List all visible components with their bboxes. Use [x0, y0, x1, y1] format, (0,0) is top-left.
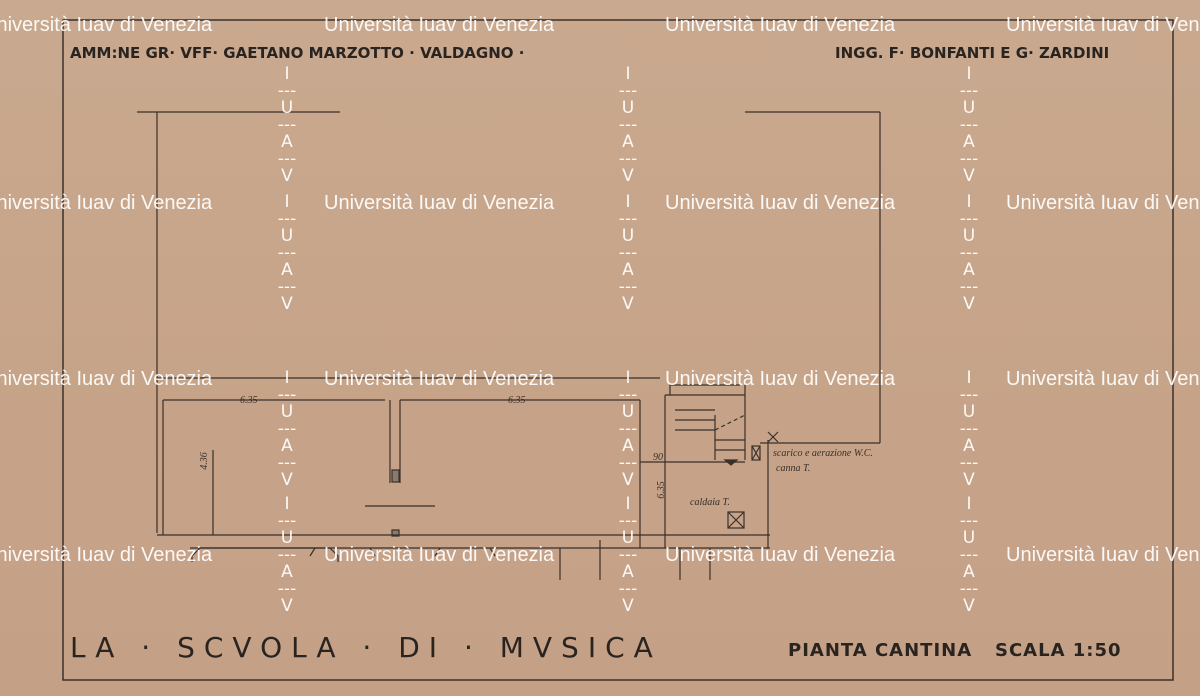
boiler-label: caldaia T.	[690, 497, 730, 508]
watermark-text: Università Iuav di Venezia	[0, 14, 213, 36]
watermark-text: Università Iuav di Venezia	[1006, 192, 1200, 214]
watermark-vertical-iuav: I---U---A---V	[618, 368, 638, 490]
engineers-title: INGG. F· BONFANTI E G· ZARDINI	[835, 44, 1110, 62]
watermark-text: Università Iuav di Venezia	[0, 368, 213, 390]
drain-label: scarico e aerazione W.C.	[773, 448, 873, 459]
watermark-vertical-iuav: I---U---A---V	[959, 368, 979, 490]
watermark-text: Università Iuav di Venezia	[665, 544, 896, 566]
watermark-text: Università Iuav di Venezia	[1006, 14, 1200, 36]
watermark-text: Università Iuav di Venezia	[324, 14, 555, 36]
watermark-vertical-iuav: I---U---A---V	[959, 494, 979, 616]
client-title: AMM:NE GR· VFF· GAETANO MARZOTTO · VALDA…	[70, 44, 525, 62]
watermark-vertical-iuav: I---U---A---V	[277, 192, 297, 314]
watermark-text: Università Iuav di Venezia	[324, 192, 555, 214]
watermark-vertical-iuav: I---U---A---V	[277, 368, 297, 490]
watermark-text: Università Iuav di Venezia	[1006, 544, 1200, 566]
flue-label: canna T.	[776, 463, 811, 474]
dim-left-height: 4.36	[198, 452, 210, 470]
watermark-vertical-iuav: I---U---A---V	[618, 494, 638, 616]
watermark-text: Università Iuav di Venezia	[0, 544, 213, 566]
watermark-vertical-iuav: I---U---A---V	[618, 192, 638, 314]
watermark-vertical-iuav: I---U---A---V	[959, 192, 979, 314]
dim-left-width: 6.35	[240, 395, 258, 406]
watermark-text: Università Iuav di Venezia	[665, 14, 896, 36]
watermark-text: Università Iuav di Venezia	[1006, 368, 1200, 390]
watermark-text: Università Iuav di Venezia	[0, 192, 213, 214]
watermark-text: Università Iuav di Venezia	[665, 192, 896, 214]
watermark-vertical-iuav: I---U---A---V	[618, 64, 638, 186]
watermark-text: Università Iuav di Venezia	[324, 368, 555, 390]
sheet-frame	[62, 19, 1174, 681]
drawing-title: LA · SCVOLA · DI · MVSICA	[70, 631, 662, 664]
watermark-text: Università Iuav di Venezia	[665, 368, 896, 390]
scale-label: SCALA 1:50	[995, 640, 1122, 661]
watermark-vertical-iuav: I---U---A---V	[277, 494, 297, 616]
watermark-vertical-iuav: I---U---A---V	[959, 64, 979, 186]
sheet-name: PIANTA CANTINA	[788, 640, 973, 661]
dim-stair-height: 6.35	[655, 481, 667, 499]
dim-stair-width: 90	[653, 452, 663, 463]
watermark-vertical-iuav: I---U---A---V	[277, 64, 297, 186]
watermark-text: Università Iuav di Venezia	[324, 544, 555, 566]
dim-right-width: 6.35	[508, 395, 526, 406]
